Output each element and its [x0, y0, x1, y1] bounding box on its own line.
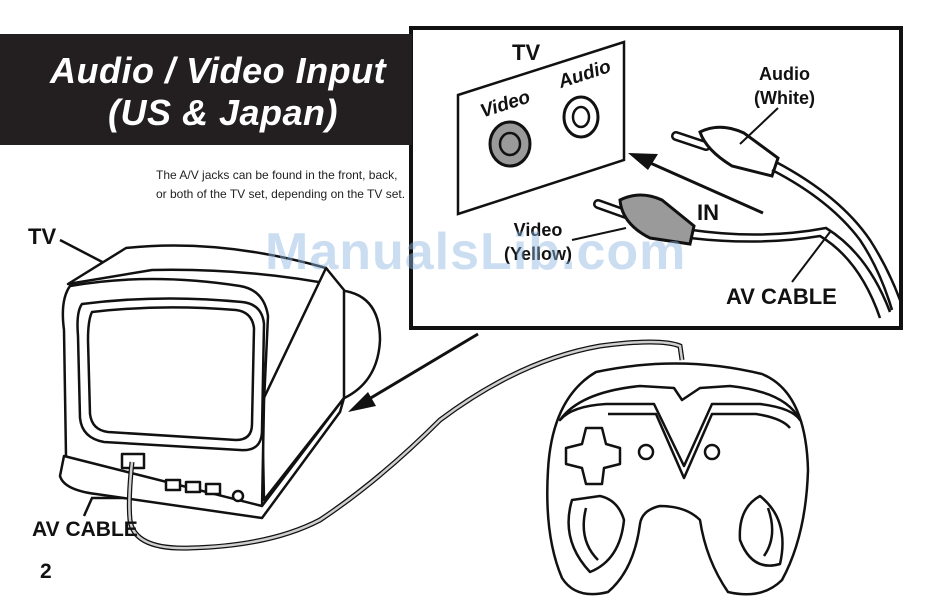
av-cable-label: AV CABLE	[32, 518, 138, 542]
inset-tv-label: TV	[512, 40, 540, 66]
controller-illustration	[547, 363, 808, 594]
tv-label: TV	[28, 224, 56, 250]
page-number: 2	[40, 560, 52, 584]
page-title-line1: Audio / Video Input	[50, 50, 386, 92]
inset-av-cable-label: AV CABLE	[726, 284, 837, 310]
description-text: The A/V jacks can be found in the front,…	[156, 166, 406, 204]
av-cable-label-pointer-main	[84, 498, 130, 516]
audio-jack-icon	[564, 97, 598, 137]
audio-plug-label-line2: (White)	[754, 86, 815, 110]
audio-plug-label: Audio (White)	[754, 62, 815, 110]
tv-illustration	[60, 246, 380, 519]
in-label: IN	[697, 200, 719, 226]
watermark: ManualsLib.com	[265, 222, 686, 282]
audio-plug-label-line1: Audio	[754, 62, 815, 86]
video-jack-icon	[490, 122, 530, 166]
page-title-line2: (US & Japan)	[108, 92, 338, 134]
